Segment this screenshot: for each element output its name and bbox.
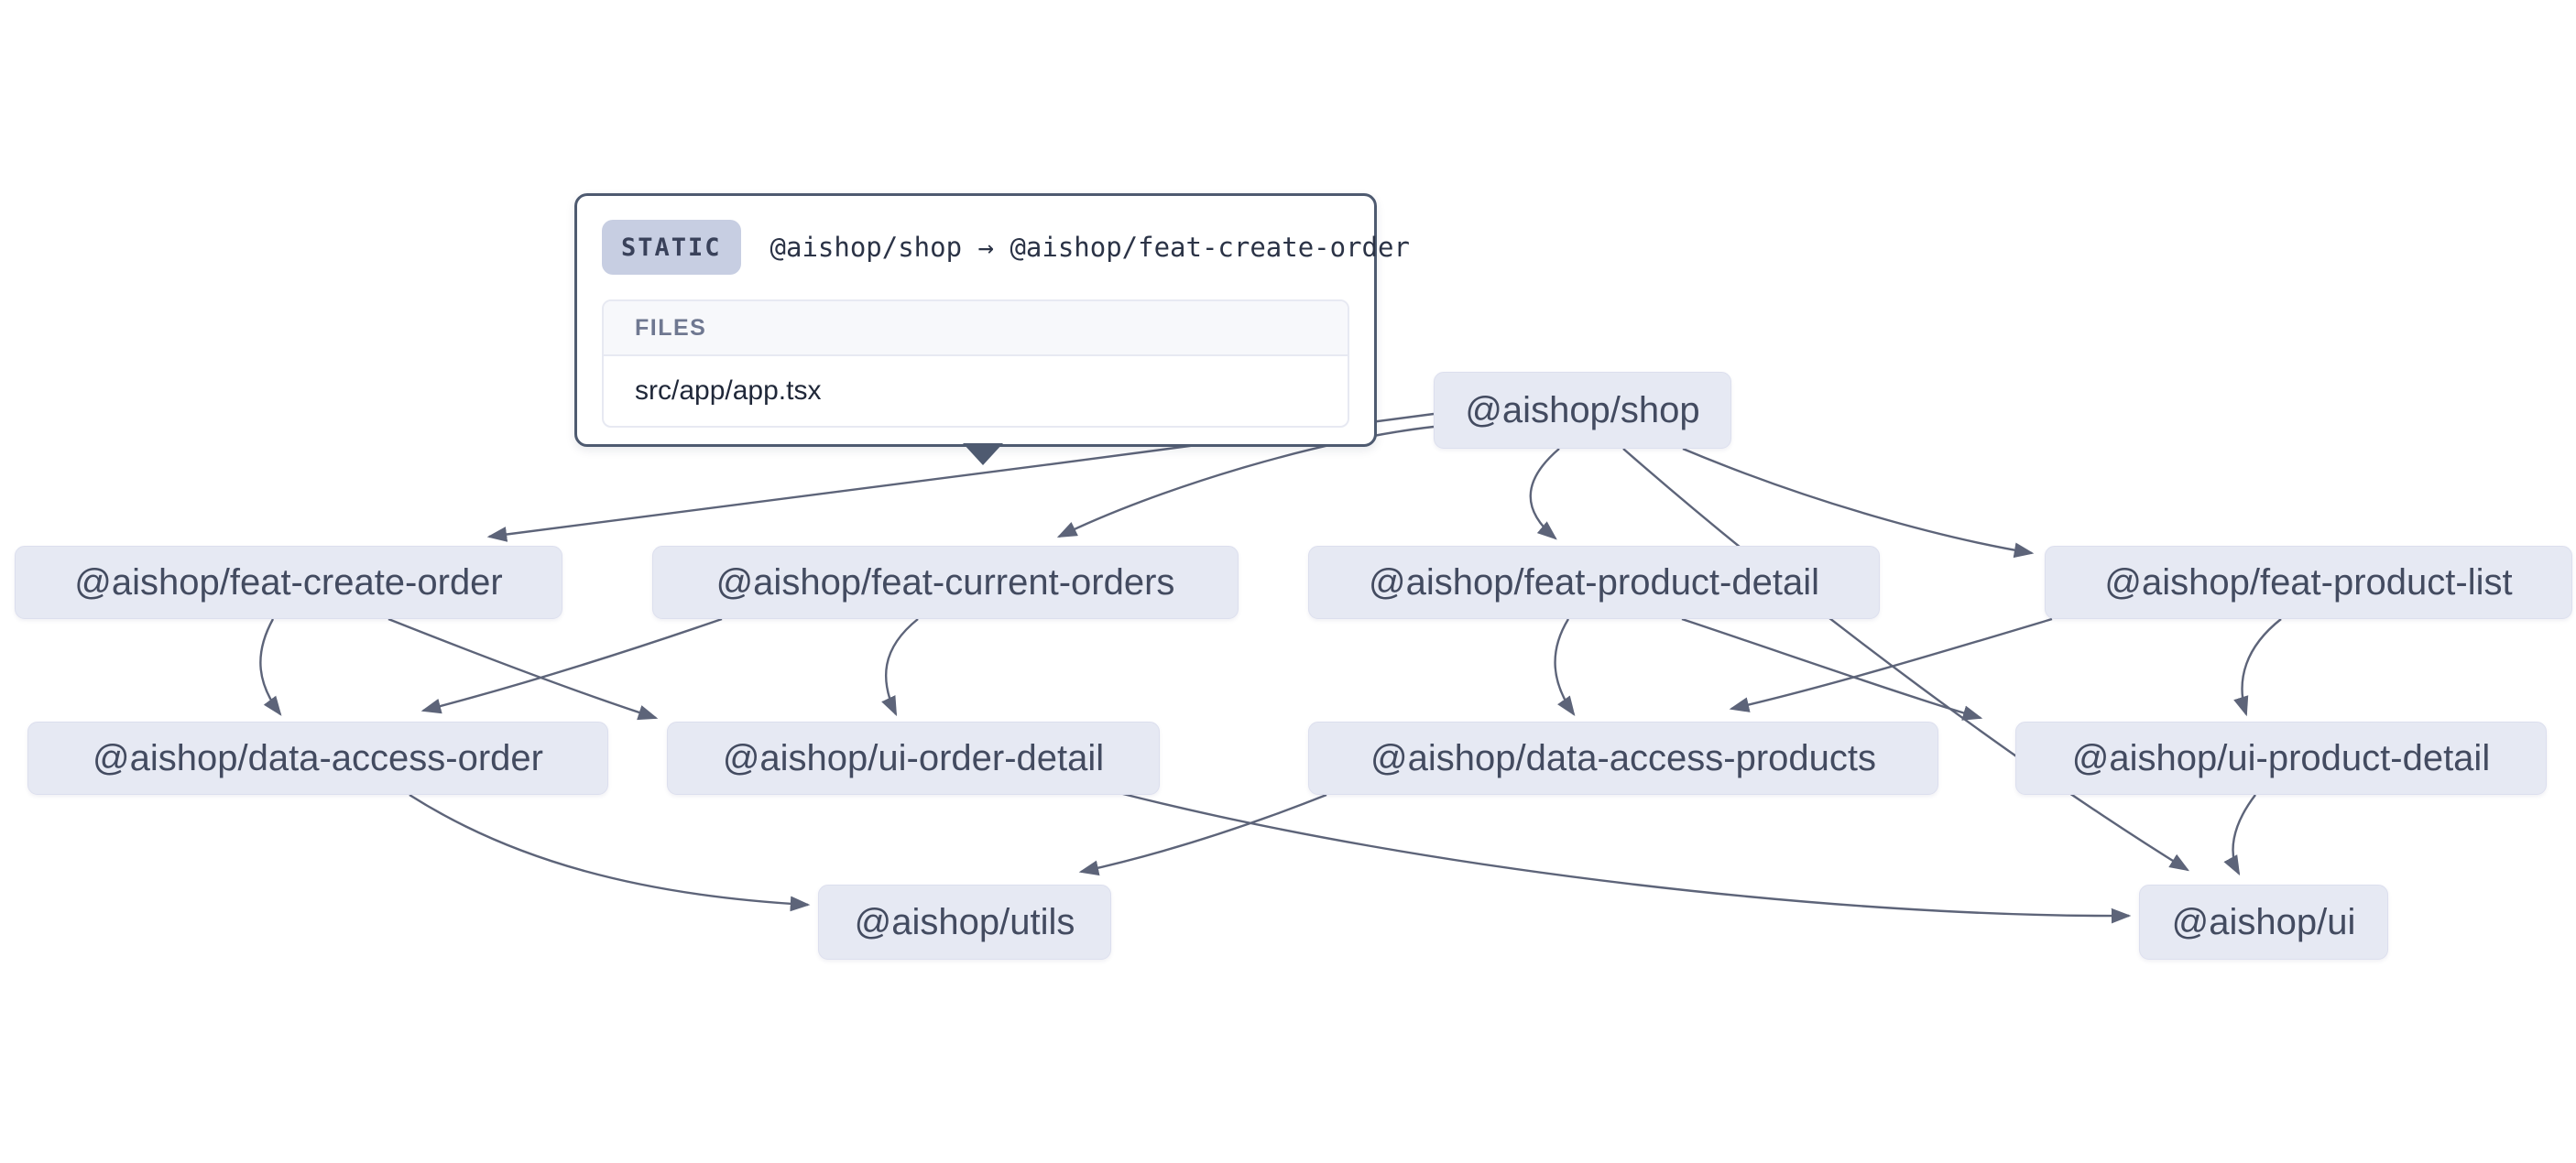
- node-ui[interactable]: @aishop/ui: [2139, 885, 2388, 960]
- tooltip-pointer-icon: [963, 443, 1003, 465]
- node-ui-order-detail[interactable]: @aishop/ui-order-detail: [667, 722, 1160, 795]
- edge-feat-create-order-to-ui-order-detail[interactable]: [387, 617, 659, 721]
- edge-feat-create-order-to-data-access-order[interactable]: [259, 618, 282, 716]
- node-data-access-order[interactable]: @aishop/data-access-order: [27, 722, 608, 795]
- edge-shop-to-feat-product-list[interactable]: [1682, 447, 2035, 559]
- edge-tooltip: STATIC @aishop/shop → @aishop/feat-creat…: [574, 193, 1410, 465]
- edge-data-access-order-to-utils[interactable]: [409, 793, 811, 912]
- file-row: src/app/app.tsx: [635, 375, 822, 406]
- node-shop[interactable]: @aishop/shop: [1434, 372, 1731, 449]
- edge-shop-to-feat-product-detail[interactable]: [1529, 448, 1560, 540]
- node-feat-product-list[interactable]: @aishop/feat-product-list: [2045, 546, 2572, 619]
- edge-shop-to-feat-current-orders[interactable]: [1056, 425, 1435, 538]
- edge-feat-current-orders-to-data-access-order[interactable]: [420, 617, 723, 714]
- edge-ui-product-detail-to-ui[interactable]: [2223, 794, 2256, 876]
- files-panel: FILES src/app/app.tsx: [602, 299, 1349, 428]
- node-utils[interactable]: @aishop/utils: [818, 885, 1111, 960]
- edge-feat-product-list-to-ui-product-detail[interactable]: [2233, 618, 2282, 717]
- node-ui-product-detail[interactable]: @aishop/ui-product-detail: [2015, 722, 2547, 795]
- edge-type-badge: STATIC: [602, 220, 741, 275]
- edge-data-access-products-to-utils[interactable]: [1078, 793, 1327, 876]
- edge-feat-product-detail-to-ui-product-detail[interactable]: [1681, 617, 1983, 721]
- tooltip-header: STATIC @aishop/shop → @aishop/feat-creat…: [602, 220, 1410, 275]
- node-feat-create-order[interactable]: @aishop/feat-create-order: [15, 546, 562, 619]
- node-feat-current-orders[interactable]: @aishop/feat-current-orders: [652, 546, 1239, 619]
- files-header: FILES: [604, 301, 1348, 356]
- edge-label: @aishop/shop → @aishop/feat-create-order: [770, 232, 1410, 263]
- node-feat-product-detail[interactable]: @aishop/feat-product-detail: [1308, 546, 1880, 619]
- edge-feat-current-orders-to-ui-order-detail[interactable]: [881, 618, 919, 717]
- edge-feat-product-list-to-data-access-products[interactable]: [1729, 617, 2053, 712]
- node-data-access-products[interactable]: @aishop/data-access-products: [1308, 722, 1938, 795]
- edge-shop-to-ui[interactable]: [1622, 448, 2190, 872]
- edge-feat-product-detail-to-data-access-products[interactable]: [1554, 618, 1576, 716]
- edge-ui-order-detail-to-ui[interactable]: [1119, 791, 2132, 924]
